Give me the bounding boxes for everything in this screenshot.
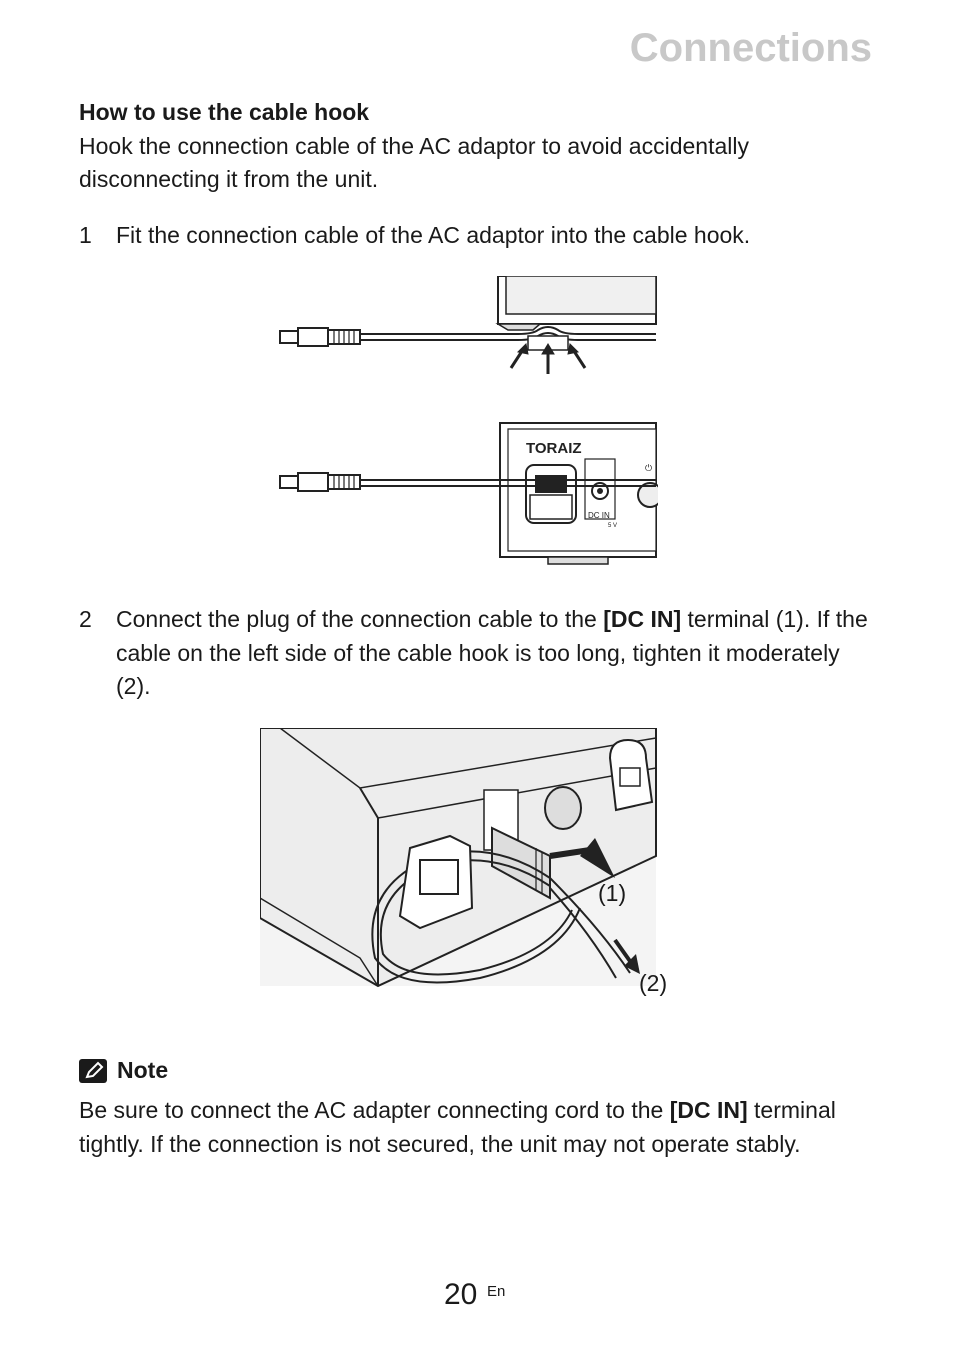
voltage-label: 5 V <box>608 523 617 529</box>
step-number: 1 <box>79 222 92 248</box>
page-number: 20 <box>444 1278 478 1311</box>
figure-cable-hook-rear: TORAIZ DC IN 5 V ⏻ <box>279 422 658 565</box>
pencil-icon <box>79 1058 107 1083</box>
figure-dc-in-connection <box>260 728 657 988</box>
brand-logo: TORAIZ <box>526 440 582 457</box>
step-number: 2 <box>79 606 92 632</box>
section-title: Connections <box>629 26 872 70</box>
note-heading: Note <box>79 1057 168 1084</box>
callout-1: (1) <box>598 880 627 906</box>
language-code: En <box>487 1283 506 1300</box>
step-text: Fit the connection cable of the AC adapt… <box>116 222 751 248</box>
subsection-heading: How to use the cable hook <box>79 99 370 125</box>
step-1: 1 Fit the connection cable of the AC ada… <box>79 219 879 253</box>
figure-cable-hook-top <box>279 276 657 374</box>
note-body: Be sure to connect the AC adapter connec… <box>79 1097 836 1157</box>
subsection-intro: Hook the connection cable of the AC adap… <box>79 133 749 192</box>
dc-in-label: DC IN <box>588 511 610 520</box>
step-text: Connect the plug of the connection cable… <box>116 606 868 699</box>
note-title: Note <box>117 1057 169 1083</box>
callout-2: (2) <box>639 970 668 996</box>
power-symbol: ⏻ <box>645 463 652 474</box>
step-2: 2 Connect the plug of the connection cab… <box>79 603 879 704</box>
